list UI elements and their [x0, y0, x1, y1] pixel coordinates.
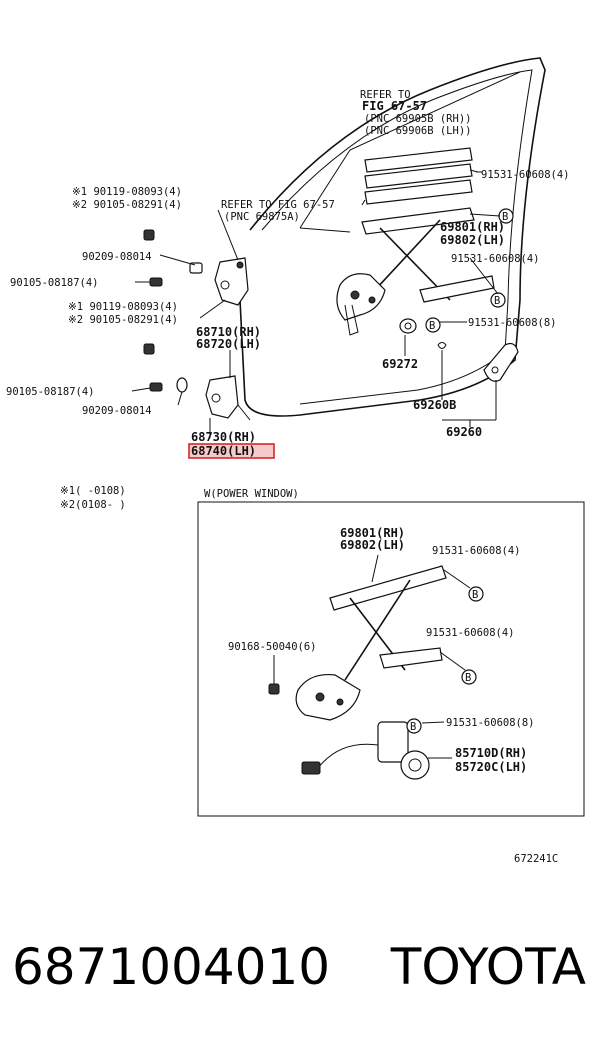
part-label-highlighted: 68740(LH)	[191, 444, 256, 458]
part-label: 91531-60608(8)	[468, 317, 557, 329]
refer-mid-line: REFER TO FIG 67-57	[221, 199, 335, 211]
part-label: 69260	[446, 425, 482, 439]
window-crank-handle	[483, 342, 519, 382]
power-window-frame	[197, 501, 585, 817]
power-window-motor	[301, 721, 430, 780]
part-label: 90105-08187(4)	[10, 277, 99, 289]
refer-top-line: (PNC 69905B (RH))	[364, 113, 471, 125]
part-label: 69802(LH)	[340, 538, 405, 552]
power-window-title: W(POWER WINDOW)	[204, 488, 299, 500]
part-label: 69801(RH)	[440, 220, 505, 234]
refer-top-line: REFER TO	[360, 89, 411, 101]
refer-top-line: (PNC 69906B (LH))	[364, 125, 471, 137]
window-regulator	[336, 207, 495, 336]
marker-b: B B B	[425, 208, 514, 333]
part-label: 91531-60608(4)	[426, 627, 515, 639]
part-label: 68720(LH)	[196, 337, 261, 351]
part-label: 90168-50040(6)	[228, 641, 317, 653]
part-label: 68710(RH)	[196, 325, 261, 339]
part-label: 69260B	[413, 398, 456, 412]
part-label: ※2 90105-08291(4)	[68, 314, 178, 326]
note-line: ※1( -0108)	[60, 485, 126, 497]
svg-text:B: B	[502, 211, 508, 223]
refer-mid-line: (PNC 69875A)	[224, 211, 300, 223]
part-label: 90105-08187(4)	[6, 386, 95, 398]
svg-text:B: B	[429, 320, 435, 332]
part-label: 90209-08014	[82, 405, 152, 417]
part-label: 69272	[382, 357, 418, 371]
part-label: ※2 90105-08291(4)	[72, 199, 182, 211]
power-regulator	[295, 565, 447, 721]
part-label: 91531-60608(8)	[446, 717, 535, 729]
refer-top: REFER TO FIG 67-57 (PNC 69905B (RH)) (PN…	[360, 89, 471, 137]
bolt-icon	[268, 683, 280, 695]
door-hinge-upper	[189, 257, 249, 306]
part-label: 69801(RH)	[340, 526, 405, 540]
part-label: 68730(RH)	[191, 430, 256, 444]
bolt-icon	[143, 229, 163, 392]
refer-top-line: FIG 67-57	[362, 99, 427, 113]
svg-text:B: B	[494, 295, 500, 307]
footer: 6871004010 TOYOTA	[0, 938, 600, 1018]
svg-text:B: B	[465, 672, 471, 684]
part-number: 6871004010	[12, 938, 331, 996]
part-label: 91531-60608(4)	[481, 169, 570, 181]
brand-name: TOYOTA	[390, 938, 586, 996]
glass-run-channel	[364, 147, 479, 205]
part-label: 90209-08014	[82, 251, 152, 263]
part-label: 85710D(RH)	[455, 746, 527, 760]
svg-text:B: B	[472, 589, 478, 601]
handle-washer	[399, 318, 447, 349]
figure-id: 672241C	[514, 853, 558, 865]
door-hinge-lower	[176, 375, 251, 421]
part-label: 85720C(LH)	[455, 760, 527, 774]
part-label: ※1 90119-08093(4)	[68, 301, 178, 313]
marker-b: B B B	[406, 586, 484, 734]
part-label: 91531-60608(4)	[432, 545, 521, 557]
part-label: 69802(LH)	[440, 233, 505, 247]
highlighted-part: 68740(LH)	[188, 443, 275, 459]
refer-mid: REFER TO FIG 67-57 (PNC 69875A)	[221, 199, 335, 223]
part-label: ※1 90119-08093(4)	[72, 186, 182, 198]
svg-text:B: B	[410, 721, 416, 733]
note-line: ※2(0108- )	[60, 499, 126, 511]
leader-lines	[273, 554, 471, 759]
leader-lines	[131, 171, 501, 438]
part-label: 91531-60608(4)	[451, 253, 540, 265]
